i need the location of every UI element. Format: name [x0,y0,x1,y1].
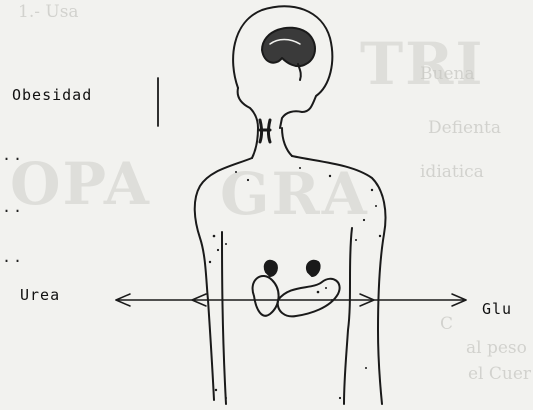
face-outline [238,88,258,128]
glu-label: Glu [482,300,512,318]
brain-outline [262,28,315,66]
obesity-label: Obesidad [12,86,92,104]
right-shoulder-arm [292,156,386,404]
kidney-left [253,276,279,316]
torso-left [222,232,226,404]
ellipsis-marker: .. [2,248,24,266]
adrenal-left [265,261,277,276]
thyroid-gland [260,120,270,142]
urea-label: Urea [20,286,60,304]
ellipsis-marker: .. [2,198,24,216]
head-outline [233,6,332,128]
neck-right [282,128,292,156]
neck-left [252,128,258,158]
adrenal-right [307,261,320,276]
torso-right [344,228,352,404]
pancreas [278,279,340,317]
ellipsis-marker: .. [2,146,24,164]
